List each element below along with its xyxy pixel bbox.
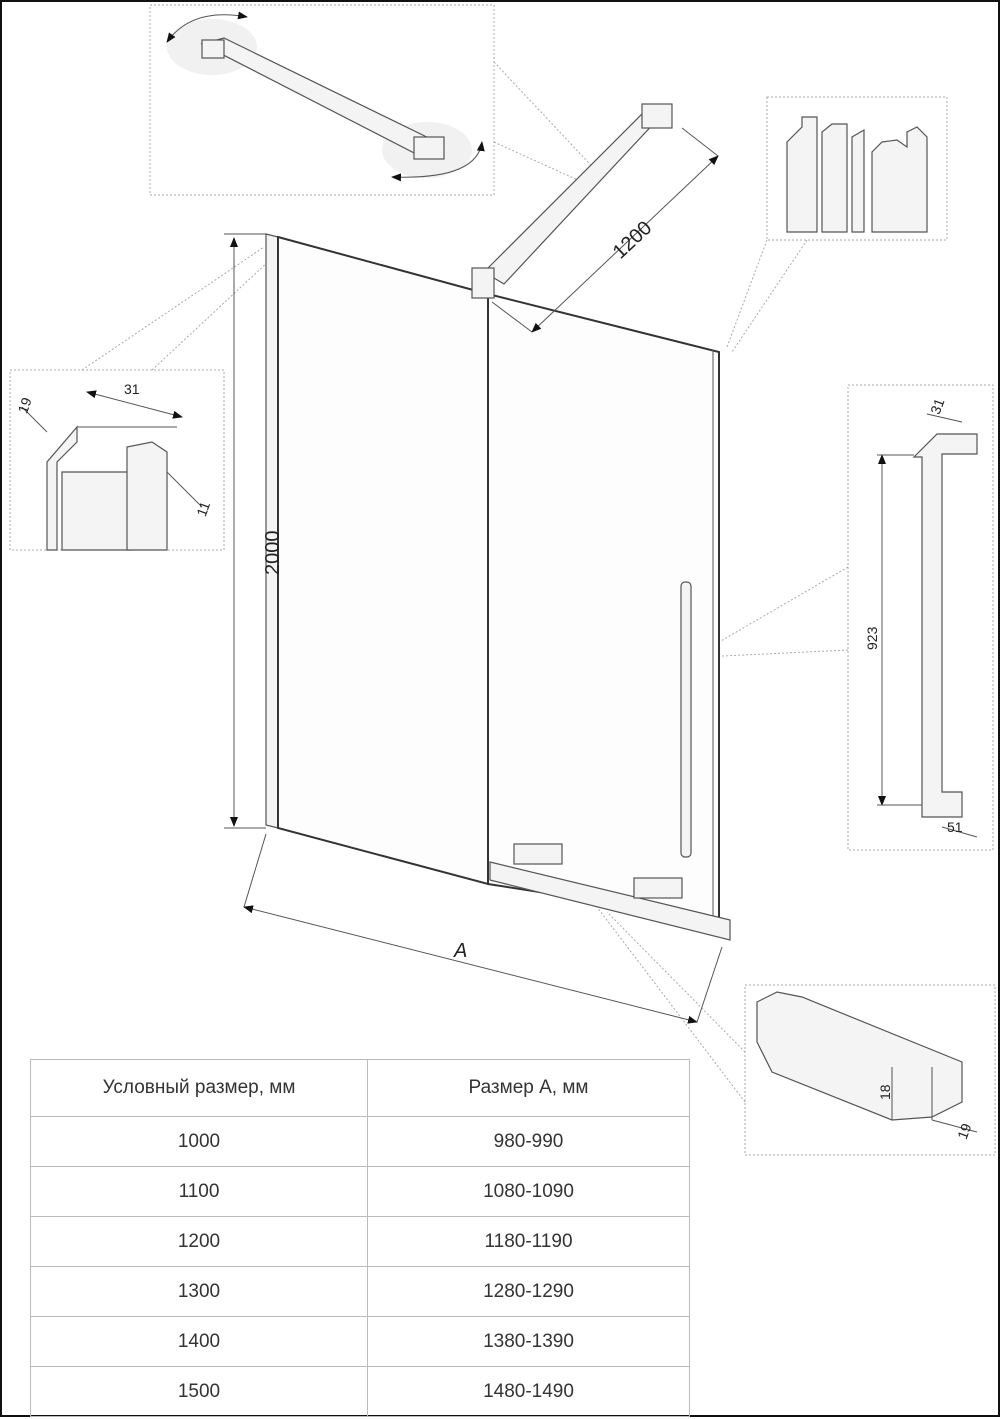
detail-box-rail — [149, 4, 495, 196]
wall-profile-detail: 31 19 11 — [9, 369, 225, 551]
table-cell: 1300 — [30, 1266, 368, 1317]
dim-label-profile-gap: 11 — [193, 499, 213, 518]
table-cell: 1380-1390 — [367, 1316, 690, 1367]
size-table: Условный размер, мм Размер А, мм 1000 98… — [30, 1059, 690, 1417]
table-row: 1000 980-990 — [30, 1116, 690, 1167]
table-cell: 1180-1190 — [367, 1216, 690, 1267]
table-cell: 1080-1090 — [367, 1166, 690, 1217]
door-handle — [680, 581, 692, 858]
table-cell: 1400 — [30, 1316, 368, 1367]
threshold-profile-detail: 18 19 — [744, 984, 996, 1156]
table-row: 1300 1280-1290 — [30, 1266, 690, 1317]
dim-label-threshold-depth: 19 — [954, 1121, 974, 1141]
table-cell: 1280-1290 — [367, 1266, 690, 1317]
table-cell: 1480-1490 — [367, 1366, 690, 1417]
rail-dim-line — [531, 155, 719, 333]
rotation-arrow-icon — [391, 141, 485, 182]
width-dim-line — [243, 905, 698, 1024]
handle-detail: 923 31 51 — [847, 384, 994, 851]
table-row: 1200 1180-1190 — [30, 1216, 690, 1267]
column-header-nominal-size: Условный размер, мм — [30, 1059, 368, 1117]
shower-door — [265, 103, 731, 941]
dim-label-rail: 1200 — [609, 217, 657, 263]
detail-box-handle — [847, 384, 994, 851]
column-header-size-a: Размер А, мм — [367, 1059, 690, 1117]
wall-bar — [200, 37, 439, 158]
table-header-row: Условный размер, мм Размер А, мм — [30, 1059, 690, 1117]
detail-box-seal — [766, 96, 948, 241]
table-cell: 1000 — [30, 1116, 368, 1167]
table-cell: 980-990 — [367, 1116, 690, 1167]
dim-label-handle-length: 923 — [864, 626, 880, 650]
rotation-arrow-icon — [166, 11, 248, 43]
rail-rotation-detail — [149, 4, 495, 196]
table-cell: 1100 — [30, 1166, 368, 1217]
dim-label-height: 2000 — [262, 531, 284, 576]
table-cell: 1200 — [30, 1216, 368, 1267]
dim-label-threshold-height: 18 — [877, 1084, 893, 1100]
stabilizer-bar — [483, 113, 659, 285]
dim-label-handle-bottom: 51 — [947, 819, 963, 835]
dim-label-profile-depth: 19 — [14, 395, 34, 415]
dim-label-handle-top: 31 — [927, 396, 947, 416]
dim-label-profile-width: 31 — [124, 381, 140, 397]
table-cell: 1500 — [30, 1366, 368, 1417]
detail-box-threshold — [744, 984, 996, 1156]
dim-label-width: A — [453, 940, 467, 962]
table-row: 1500 1480-1490 — [30, 1366, 690, 1417]
table-row: 1400 1380-1390 — [30, 1316, 690, 1367]
seal-profile-detail — [766, 96, 948, 241]
table-row: 1100 1080-1090 — [30, 1166, 690, 1217]
fixed-glass-panel — [277, 235, 489, 886]
